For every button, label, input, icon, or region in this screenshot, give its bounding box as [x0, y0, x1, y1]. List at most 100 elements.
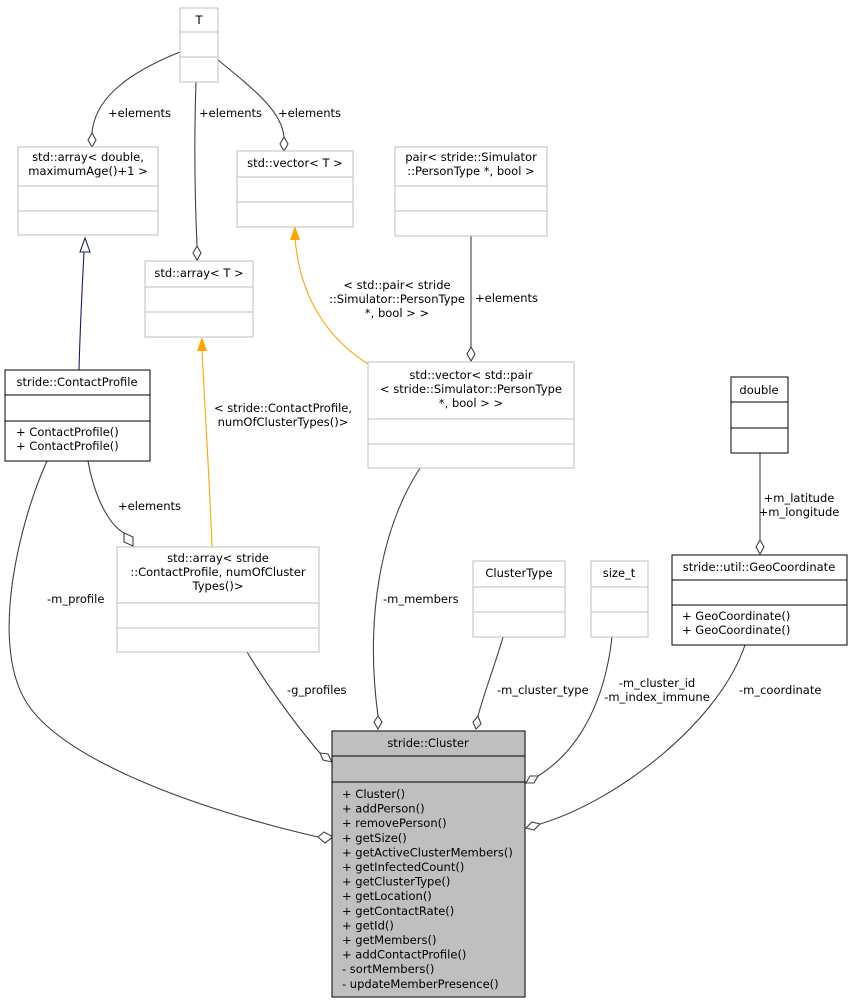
svg-text:std::array< T >: std::array< T >: [154, 266, 243, 280]
class-node-array-double[interactable]: std::array< double,maximumAge()+1 >: [17, 146, 159, 236]
text-line: < std::pair< stride: [343, 278, 450, 292]
aggregation-diamond: [472, 714, 482, 730]
class-node-size-t[interactable]: size_t: [590, 560, 649, 638]
edge-label: < stride::ContactProfile,numOfClusterTyp…: [214, 401, 352, 429]
edge-label: +elements: [118, 499, 181, 513]
edge-label: +elements: [108, 106, 171, 120]
edge-m-cluster-type: [477, 636, 504, 717]
svg-text:+ ContactProfile()+ ContactPro: + ContactProfile()+ ContactProfile(): [16, 425, 119, 453]
class-node-pair[interactable]: pair< stride::Simulator::PersonType *, b…: [394, 146, 548, 237]
edge-label: +elements: [475, 291, 538, 305]
svg-text:std::array< double,maximumAge(: std::array< double,maximumAge()+1 >: [28, 150, 147, 178]
aggregation-diamond: [466, 345, 476, 363]
aggregation-diamond: [123, 532, 134, 547]
text-line: stride::Cluster: [387, 736, 469, 750]
text-line: size_t: [603, 566, 636, 580]
class-node-vector-t[interactable]: std::vector< T >: [236, 150, 354, 228]
class-node-geo-coordinate[interactable]: stride::util::GeoCoordinate + GeoCoordin…: [671, 554, 848, 646]
svg-text:T: T: [194, 13, 203, 27]
svg-text:ClusterType: ClusterType: [485, 566, 552, 580]
text-line: < stride::Simulator::PersonType: [380, 382, 562, 396]
edge-m-members: [372, 467, 421, 717]
class-node-array-stride[interactable]: std::array< stride::ContactProfile, numO…: [116, 546, 320, 653]
class-node-t[interactable]: T: [179, 7, 219, 83]
class-node-contact-profile[interactable]: stride::ContactProfile + ContactProfile(…: [4, 369, 151, 462]
svg-text:+ GeoCoordinate()+ GeoCoordina: + GeoCoordinate()+ GeoCoordinate(): [682, 609, 790, 637]
class-node-vector-pair[interactable]: std::vector< std::pair< stride::Simulato…: [367, 361, 575, 469]
aggregation-diamond: [279, 135, 289, 153]
text-line: + GeoCoordinate(): [682, 609, 790, 623]
text-line: + ContactProfile(): [16, 439, 119, 453]
edge-m-profile: [8, 460, 319, 838]
text-line: std::array< double,: [32, 150, 144, 164]
svg-text:pair< stride::Simulator::Perso: pair< stride::Simulator::PersonType *, b…: [405, 150, 537, 178]
text-line: -m_cluster_id: [619, 676, 695, 690]
text-line: +elements: [475, 291, 538, 305]
aggregation-diamond: [317, 831, 335, 844]
text-line: -m_members: [383, 592, 459, 606]
text-line: + getId(): [342, 918, 394, 932]
svg-text:stride::util::GeoCoordinate: stride::util::GeoCoordinate: [683, 560, 836, 574]
edge-g-profiles: [246, 651, 321, 754]
class-node-array-t[interactable]: std::array< T >: [144, 260, 254, 338]
text-line: + getMembers(): [342, 933, 436, 947]
text-line: + ContactProfile(): [16, 425, 119, 439]
text-line: + getActiveClusterMembers(): [342, 845, 513, 859]
edge-contact-array-stride: [87, 460, 125, 534]
text-line: std::vector< T >: [247, 156, 343, 170]
text-line: +m_latitude: [764, 491, 835, 505]
edge-label: < std::pair< stride::Simulator::PersonTy…: [329, 278, 465, 320]
edge-label: +elements: [278, 106, 341, 120]
template-arrowhead: [290, 226, 300, 240]
text-line: ClusterType: [485, 566, 552, 580]
text-line: +elements: [199, 106, 262, 120]
edge-label: -g_profiles: [287, 683, 347, 697]
text-line: ::PersonType *, bool >: [407, 164, 534, 178]
text-line: Types()>: [191, 579, 243, 593]
text-line: T: [194, 13, 203, 27]
text-line: < stride::ContactProfile,: [214, 401, 352, 415]
text-line: -m_cluster_type: [497, 683, 589, 697]
text-line: pair< stride::Simulator: [405, 150, 537, 164]
text-line: *, bool > >: [439, 396, 503, 410]
text-line: +elements: [118, 499, 181, 513]
edge-t-vector-t: [217, 59, 285, 138]
svg-text:stride::Cluster: stride::Cluster: [387, 736, 469, 750]
edge-inheritance: [78, 251, 85, 371]
text-line: - updateMemberPresence(): [342, 977, 499, 991]
text-line: -m_coordinate: [739, 683, 821, 697]
edge-label: -m_cluster_type: [497, 683, 589, 697]
aggregation-diamond: [524, 821, 542, 831]
svg-text:std::vector< std::pair< stride: std::vector< std::pair< stride::Simulato…: [380, 368, 562, 410]
text-line: -m_index_immune: [604, 690, 710, 704]
aggregation-diamond: [87, 131, 97, 149]
text-line: + getInfectedCount(): [342, 860, 464, 874]
edge-template-vector: [294, 237, 369, 365]
edge-label: -m_cluster_id-m_index_immune: [604, 676, 710, 704]
aggregation-diamond: [525, 775, 539, 784]
edge-m-cluster-id: [537, 636, 613, 777]
edge-m-coordinate: [539, 644, 746, 825]
aggregation-diamond: [319, 752, 334, 763]
edge-label: +elements: [199, 106, 262, 120]
text-line: +elements: [108, 106, 171, 120]
text-line: *, bool > >: [365, 306, 429, 320]
text-line: ::ContactProfile, numOfCluster: [130, 565, 306, 579]
text-line: stride::util::GeoCoordinate: [683, 560, 836, 574]
text-line: + GeoCoordinate(): [682, 623, 790, 637]
text-line: std::vector< std::pair: [409, 368, 532, 382]
text-line: numOfClusterTypes()>: [218, 415, 349, 429]
class-node-cluster[interactable]: stride::Cluster + Cluster()+ addPerson()…: [331, 730, 526, 998]
edge-label: -m_members: [383, 592, 459, 606]
aggregation-diamond: [755, 538, 765, 556]
svg-text:double: double: [739, 383, 778, 397]
class-node-double[interactable]: double: [730, 376, 789, 454]
text-line: + addPerson(): [342, 802, 425, 816]
svg-text:std::vector< T >: std::vector< T >: [247, 156, 343, 170]
text-line: std::array< stride: [167, 551, 269, 565]
class-node-cluster-type[interactable]: ClusterType: [472, 560, 566, 638]
text-line: + Cluster(): [342, 787, 405, 801]
text-line: + getClusterType(): [342, 875, 450, 889]
text-line: ::Simulator::PersonType: [329, 292, 465, 306]
